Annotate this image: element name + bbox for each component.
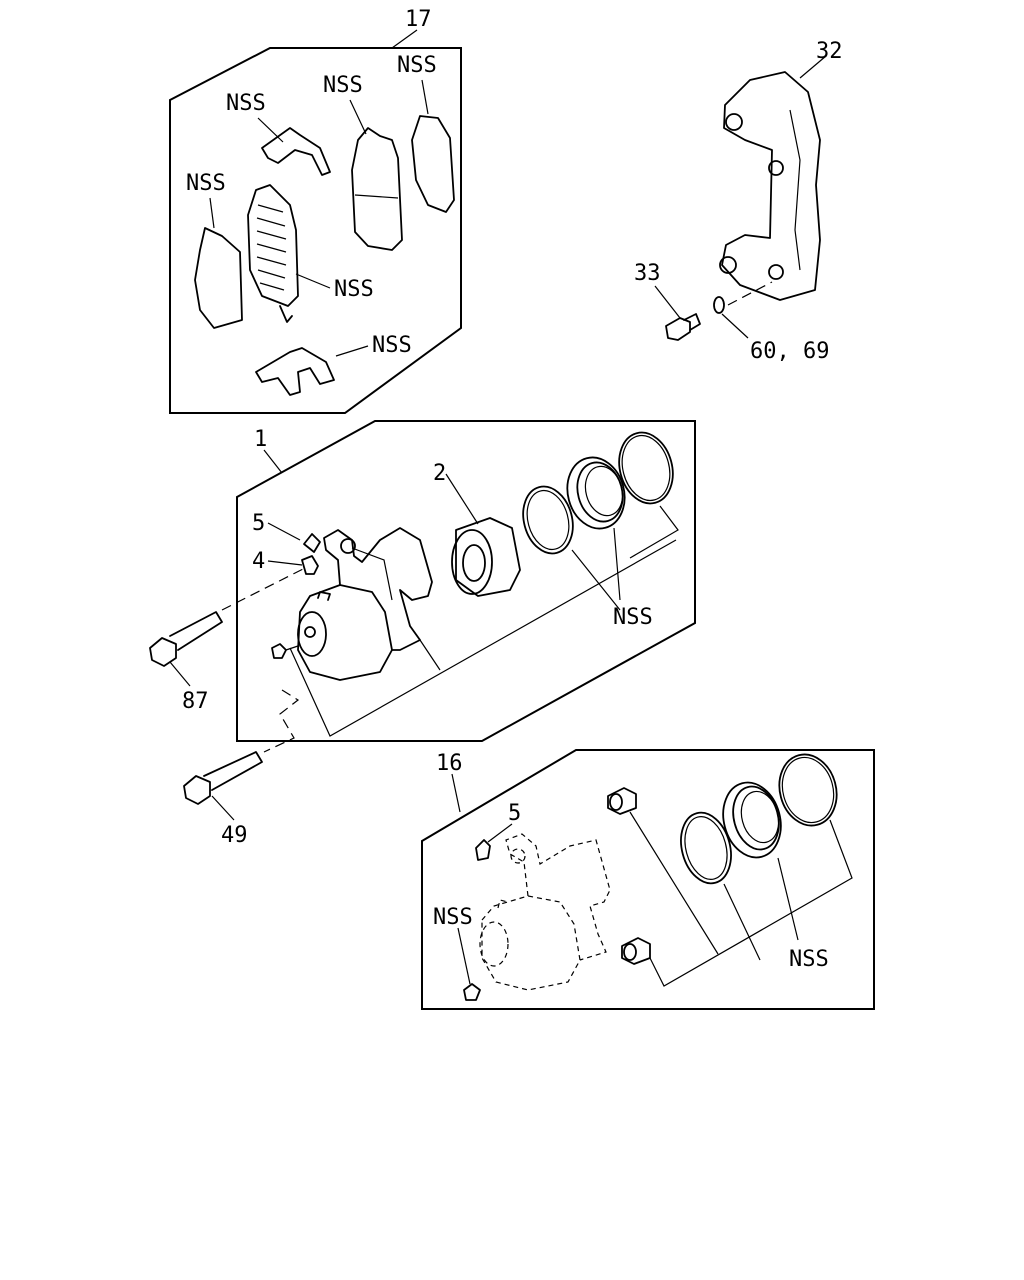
brake-pad-right [351,127,403,251]
caliper-assembly-group: 1 5 4 2 NSS [221,420,696,742]
bleeder-screw [301,555,319,575]
callout-nss-clip-upper: NSS [226,91,266,116]
caliper-assembly-frame [236,420,696,742]
callout-32: 32 [816,39,843,64]
snap-ring-16 [778,753,838,827]
callout-nss-shim-left: NSS [186,171,226,196]
callout-nss-kit-16: NSS [789,947,829,972]
callout-17: 17 [405,7,432,32]
callout-49: 49 [221,823,248,848]
caliper-assembly-16-frame [421,749,875,1010]
washer-60-69: 60, 69 [713,296,829,364]
callout-5-bottom: 5 [508,801,521,826]
guide-bolt-87: 87 [149,611,223,714]
guide-bolt-49: 49 [183,689,300,848]
pad-slots [256,204,287,291]
callout-4: 4 [252,549,265,574]
shim-left [194,227,243,329]
pad-clip-lower [255,347,335,396]
callout-87: 87 [182,689,209,714]
caliper-body [297,584,393,681]
piston [455,517,521,597]
callout-nss-plug: NSS [433,905,473,930]
callout-1: 1 [254,427,267,452]
shim-right [411,115,455,213]
callout-nss-shim-right: NSS [397,53,437,78]
pad-clip-upper [261,127,331,176]
pad-kit-group: 17 NSS NSS NSS NSS NSS [169,7,462,414]
callout-2: 2 [433,461,446,486]
brake-pad-left [247,184,299,307]
callout-nss-seal-kit: NSS [613,605,653,630]
bracket-bolt-33: 33 [634,261,701,341]
bushing-upper [607,787,637,815]
callout-60-69: 60, 69 [750,339,829,364]
callout-nss-clip-lower: NSS [372,333,412,358]
caliper-bracket: 32 [719,39,843,306]
callout-16: 16 [436,751,463,776]
caliper-body-phantom [481,895,581,991]
callout-nss-pad-left: NSS [334,277,374,302]
dust-boot-16 [722,781,782,859]
caliper-assembly-16-group: 16 5 NSS NSS [421,749,875,1010]
callout-33: 33 [634,261,661,286]
snap-ring [618,431,674,505]
pad-kit-frame [169,47,462,414]
dust-boot [566,456,626,530]
piston-seal [522,485,574,555]
callout-nss-pad-right: NSS [323,73,363,98]
callout-5-top: 5 [252,511,265,536]
piston-seal-16 [680,811,732,885]
